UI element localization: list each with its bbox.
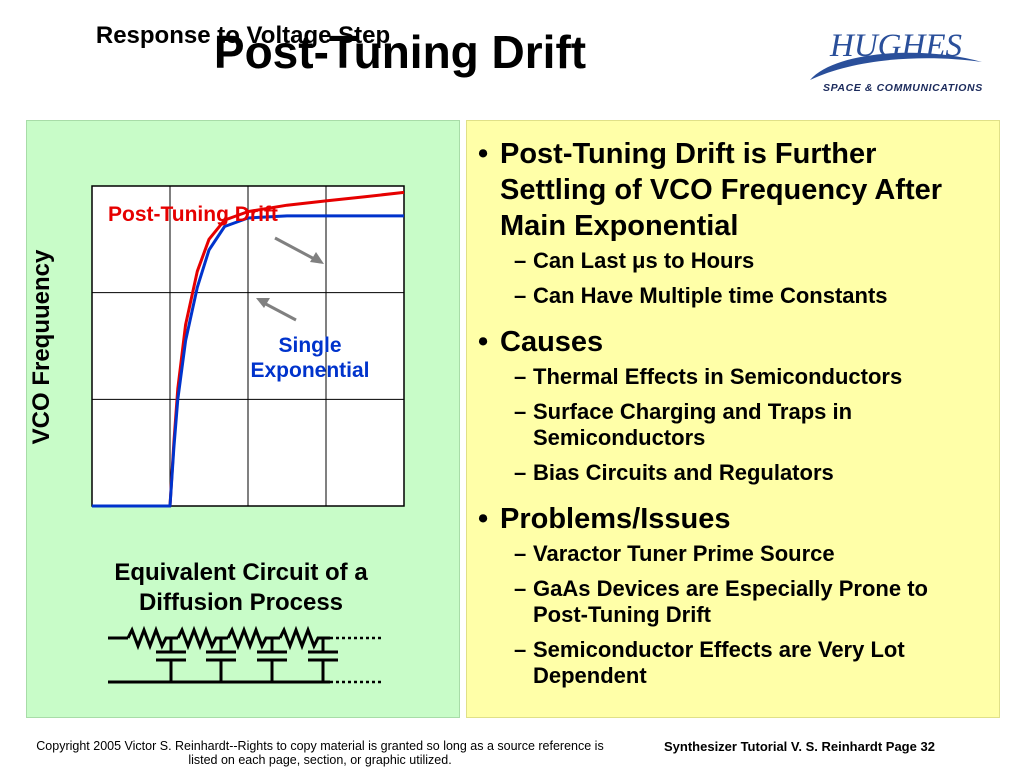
capacitor-2 bbox=[206, 638, 236, 682]
logo-swoosh-icon bbox=[810, 52, 982, 80]
bullet-causes: • Causes bbox=[478, 324, 988, 360]
logo-wordmark: HUGHES bbox=[830, 28, 962, 64]
chart-heading: Response to Voltage Step bbox=[95, 22, 391, 49]
single-arrow bbox=[261, 300, 297, 322]
sub-bullet-text: Varactor Tuner Prime Source bbox=[533, 541, 835, 566]
capacitor-3 bbox=[257, 638, 287, 682]
dash-icon: – bbox=[514, 283, 527, 308]
capacitor-4 bbox=[308, 638, 338, 682]
sub-bullet-text: Semiconductor Effects are Very Lot Depen… bbox=[533, 637, 905, 688]
bullet-list: • Post-Tuning Drift is Further Settling … bbox=[478, 136, 988, 698]
sub-bullet-text: Can Have Multiple time Constants bbox=[533, 283, 888, 308]
dash-icon: – bbox=[514, 399, 527, 424]
response-chart bbox=[91, 185, 405, 508]
sub-bullet: – Can Have Multiple time Constants bbox=[478, 283, 988, 309]
resistor-4 bbox=[278, 625, 330, 651]
circuit-title-line2: Diffusion Process bbox=[138, 589, 344, 616]
capacitor-1 bbox=[156, 638, 186, 682]
sub-bullet-text: GaAs Devices are Especially Prone to Pos… bbox=[533, 576, 928, 627]
bullet-text: Problems/Issues bbox=[500, 503, 731, 535]
footer-page-number: Synthesizer Tutorial V. S. Reinhardt Pag… bbox=[664, 739, 935, 754]
sub-bullet: – Varactor Tuner Prime Source bbox=[478, 541, 988, 567]
dash-icon: – bbox=[514, 460, 527, 485]
single-series-label: Single Exponential bbox=[230, 333, 390, 383]
annotation-arrows bbox=[256, 236, 324, 322]
resistor-1 bbox=[126, 625, 178, 651]
sub-bullet-text: Surface Charging and Traps in Semiconduc… bbox=[533, 399, 853, 450]
chart-y-axis-label: VCO Frequuency bbox=[28, 249, 55, 445]
sub-bullet: – Bias Circuits and Regulators bbox=[478, 460, 988, 486]
bullet-text: Causes bbox=[500, 326, 604, 358]
right-panel bbox=[466, 120, 1000, 718]
chart-series-group bbox=[92, 190, 405, 508]
sub-bullet: – Surface Charging and Traps in Semicond… bbox=[478, 399, 988, 451]
diffusion-circuit-diagram bbox=[108, 625, 384, 684]
sub-bullet: – GaAs Devices are Especially Prone to P… bbox=[478, 576, 988, 628]
drift-arrowhead-icon bbox=[310, 252, 324, 264]
sub-bullet: – Thermal Effects in Semiconductors bbox=[478, 364, 988, 390]
sub-bullet: – Semiconductor Effects are Very Lot Dep… bbox=[478, 637, 988, 689]
bullet-icon: • bbox=[478, 326, 489, 358]
sub-bullet-text: Thermal Effects in Semiconductors bbox=[533, 364, 903, 389]
bullet-icon: • bbox=[478, 138, 489, 170]
logo-subtitle: SPACE & COMMUNICATIONS bbox=[823, 82, 983, 94]
circuit-title: Equivalent Circuit of a Diffusion Proces… bbox=[0, 558, 482, 618]
footer-copyright: Copyright 2005 Victor S. Reinhardt--Righ… bbox=[36, 739, 604, 767]
sub-bullet-text: Bias Circuits and Regulators bbox=[533, 460, 834, 485]
series-line-single-exponential bbox=[92, 214, 404, 508]
dash-icon: – bbox=[514, 637, 527, 662]
drift-series-label: Post-Tuning Drift bbox=[108, 203, 278, 226]
bullet-problems: • Problems/Issues bbox=[478, 501, 988, 537]
single-arrowhead-icon bbox=[256, 298, 270, 308]
bullet-icon: • bbox=[478, 503, 489, 535]
dash-icon: – bbox=[514, 364, 527, 389]
circuit-title-line1: Equivalent Circuit of a bbox=[114, 559, 368, 586]
sub-bullet-text: Can Last μs to Hours bbox=[533, 248, 755, 273]
resistor-3 bbox=[226, 625, 280, 651]
dash-icon: – bbox=[514, 248, 527, 273]
single-label-line2: Exponential bbox=[250, 359, 370, 382]
bullet-text: Post-Tuning Drift is Further Settling of… bbox=[500, 138, 943, 242]
dash-icon: – bbox=[514, 541, 527, 566]
single-label-line1: Single bbox=[278, 334, 342, 357]
resistor-2 bbox=[176, 625, 228, 651]
chart-grid bbox=[91, 185, 405, 507]
dash-icon: – bbox=[514, 576, 527, 601]
sub-bullet: – Can Last μs to Hours bbox=[478, 248, 988, 274]
slide-title: Post-Tuning Drift bbox=[213, 26, 587, 78]
bullet-definition: • Post-Tuning Drift is Further Settling … bbox=[478, 136, 988, 244]
hughes-logo: HUGHES SPACE & COMMUNICATIONS bbox=[806, 26, 986, 98]
